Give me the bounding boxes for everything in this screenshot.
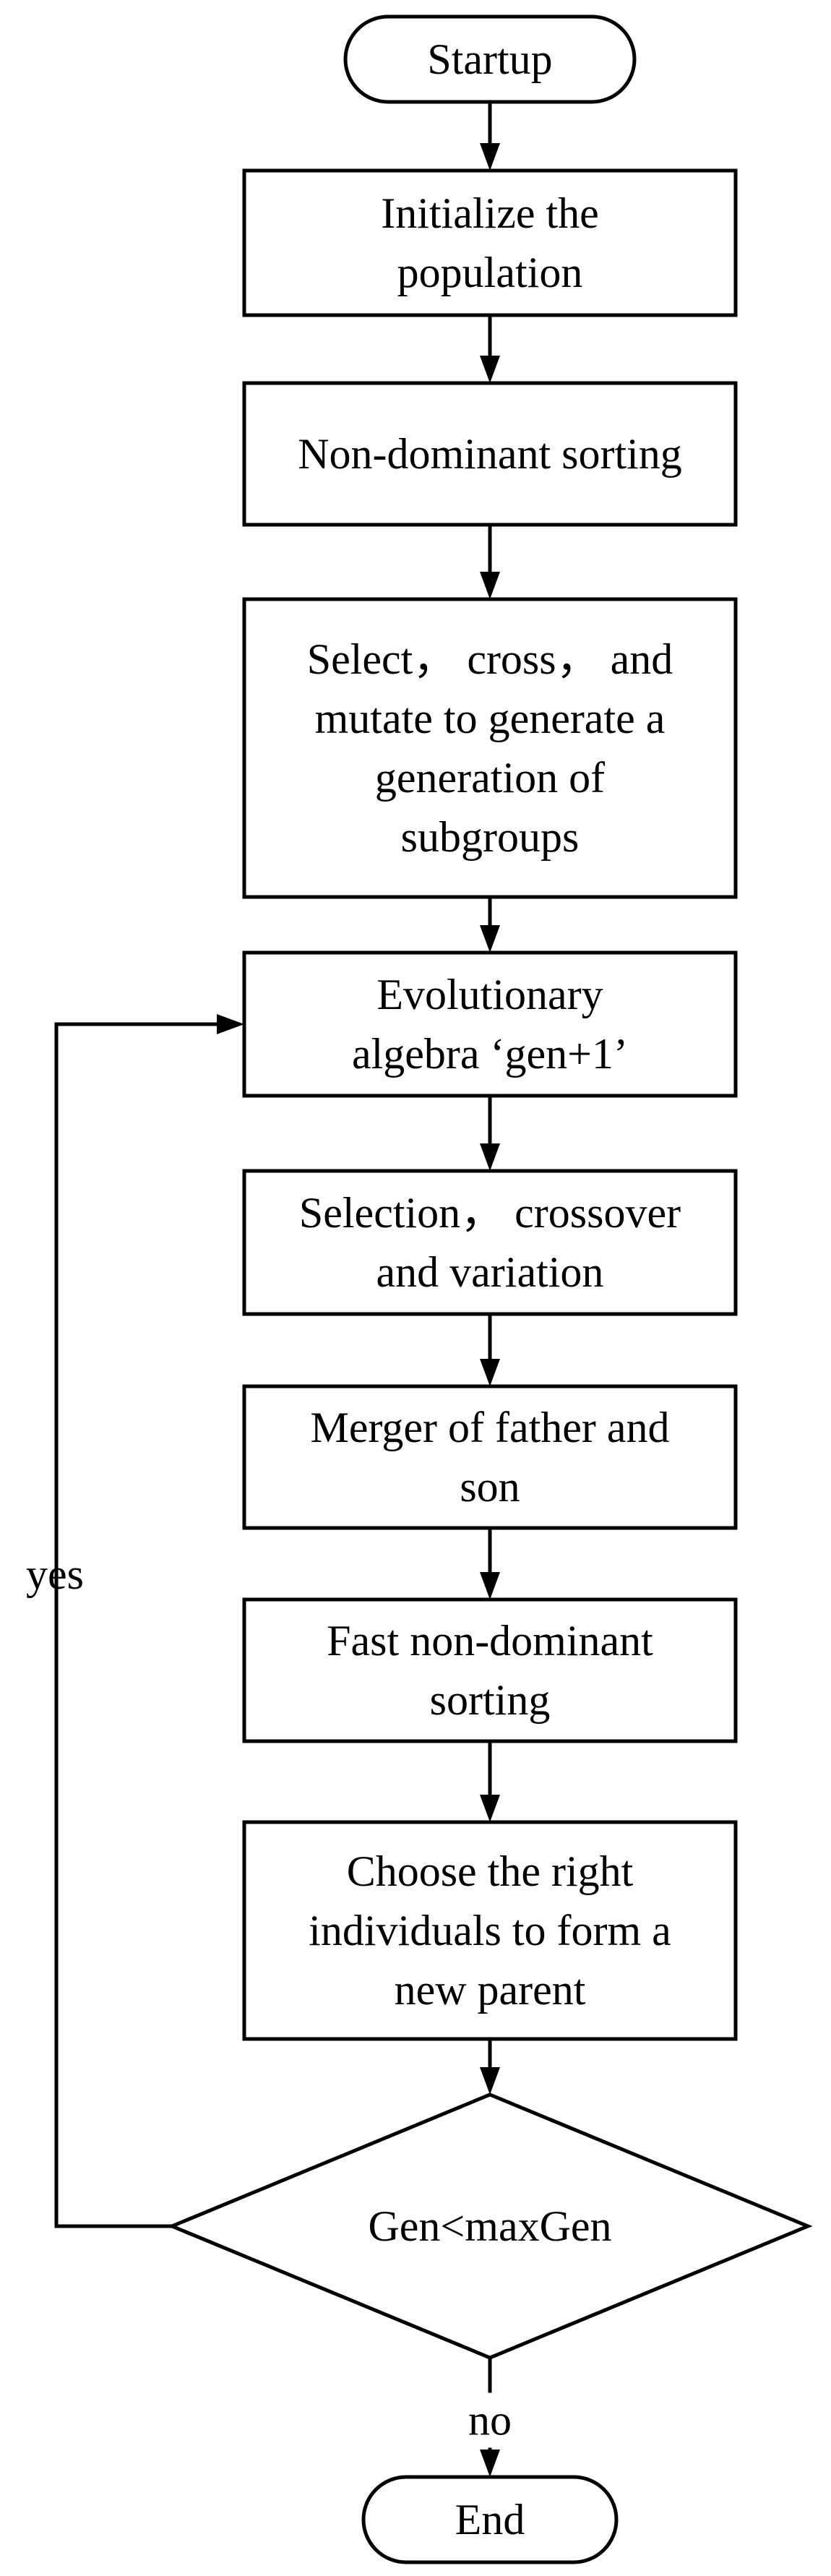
arrowhead [480,572,500,599]
node-startup: Startup [343,14,637,104]
node-label: sorting [430,1676,551,1724]
arrowhead [480,143,500,171]
edge-fast-non-dominant-sorting-to-choose-individuals [480,1741,500,1822]
node-label: Choose the right [347,1847,634,1895]
node-gen-check: Gen<maxGen [167,2092,813,2360]
edge-initialize-to-non-dominant-sorting [480,315,500,383]
process-shape [242,168,738,317]
edge-selection-crossover-to-merger [480,1314,500,1386]
process-shape [242,1597,738,1743]
node-fast-non-dominant-sorting: Fast non-dominant sorting [242,1597,738,1743]
edge-label-yes: yes [26,1550,84,1598]
node-label: Initialize the [381,189,599,237]
node-label: algebra ‘gen+1’ [352,1030,628,1078]
node-non-dominant-sorting: Non-dominant sorting [242,381,738,527]
decision-shape [167,2092,813,2360]
node-label: Gen<maxGen [368,2202,611,2250]
arrowhead [480,925,500,953]
arrowhead [480,1795,500,1822]
arrowhead [480,2450,500,2477]
process-shape [242,950,738,1098]
edge-select-cross-mutate-to-evolutionary-algebra [480,897,500,953]
arrowhead [480,1572,500,1600]
edge-gen-check-to-evolutionary-algebra: yes [26,1014,244,2228]
node-label: mutate to generate a [315,695,666,742]
process-shape [242,1384,738,1530]
terminal-shape [343,14,637,104]
node-label: subgroups [401,813,580,861]
edge-merger-to-fast-non-dominant-sorting [480,1528,500,1600]
arrowhead [480,1143,500,1171]
edge-startup-to-initialize [480,102,500,171]
node-label: Fast non-dominant [327,1617,653,1665]
node-end: End [361,2475,619,2564]
node-merger: Merger of father and son [242,1384,738,1530]
process-shape [242,1820,738,2041]
edge-evolutionary-algebra-to-selection-crossover [480,1096,500,1171]
edge-label-background [452,2392,528,2448]
node-evolutionary-algebra: Evolutionary algebra ‘gen+1’ [242,950,738,1098]
node-label: Startup [427,35,552,83]
arrowhead [480,1359,500,1386]
node-label: Evolutionary [376,971,603,1018]
node-label: Non-dominant sorting [298,430,682,478]
terminal-shape [361,2475,619,2564]
arrowhead [480,2067,500,2095]
arrowhead [217,1014,244,1034]
edge-choose-individuals-to-gen-check [480,2039,500,2095]
node-selection-crossover: Selection， crossover and variation [242,1169,738,1316]
node-label: son [460,1463,520,1511]
node-label: Selection， crossover [299,1189,681,1237]
loop-line [54,1022,223,2228]
edge-non-dominant-sorting-to-select-cross-mutate [480,525,500,599]
edge-gen-check-to-end: no [452,2358,528,2477]
node-label: individuals to form a [309,1907,671,1954]
node-label: Select， cross， and [307,635,673,683]
node-label: new parent [395,1966,586,2014]
node-label: generation of [375,754,605,802]
process-shape [242,1169,738,1316]
process-shape [242,597,738,899]
node-choose-individuals: Choose the right individuals to form a new… [242,1820,738,2041]
node-label: and variation [376,1248,604,1296]
node-label: Merger of father and [311,1404,670,1451]
node-label: population [397,249,583,296]
node-initialize: Initialize the population [242,168,738,317]
edge-label-no: no [468,2397,512,2444]
arrowhead [480,356,500,383]
process-shape [242,381,738,527]
edge-layer: yes no [26,102,528,2477]
node-label: End [455,2496,525,2543]
node-select-cross-mutate: Select， cross， and mutate to generate a ge… [242,597,738,899]
